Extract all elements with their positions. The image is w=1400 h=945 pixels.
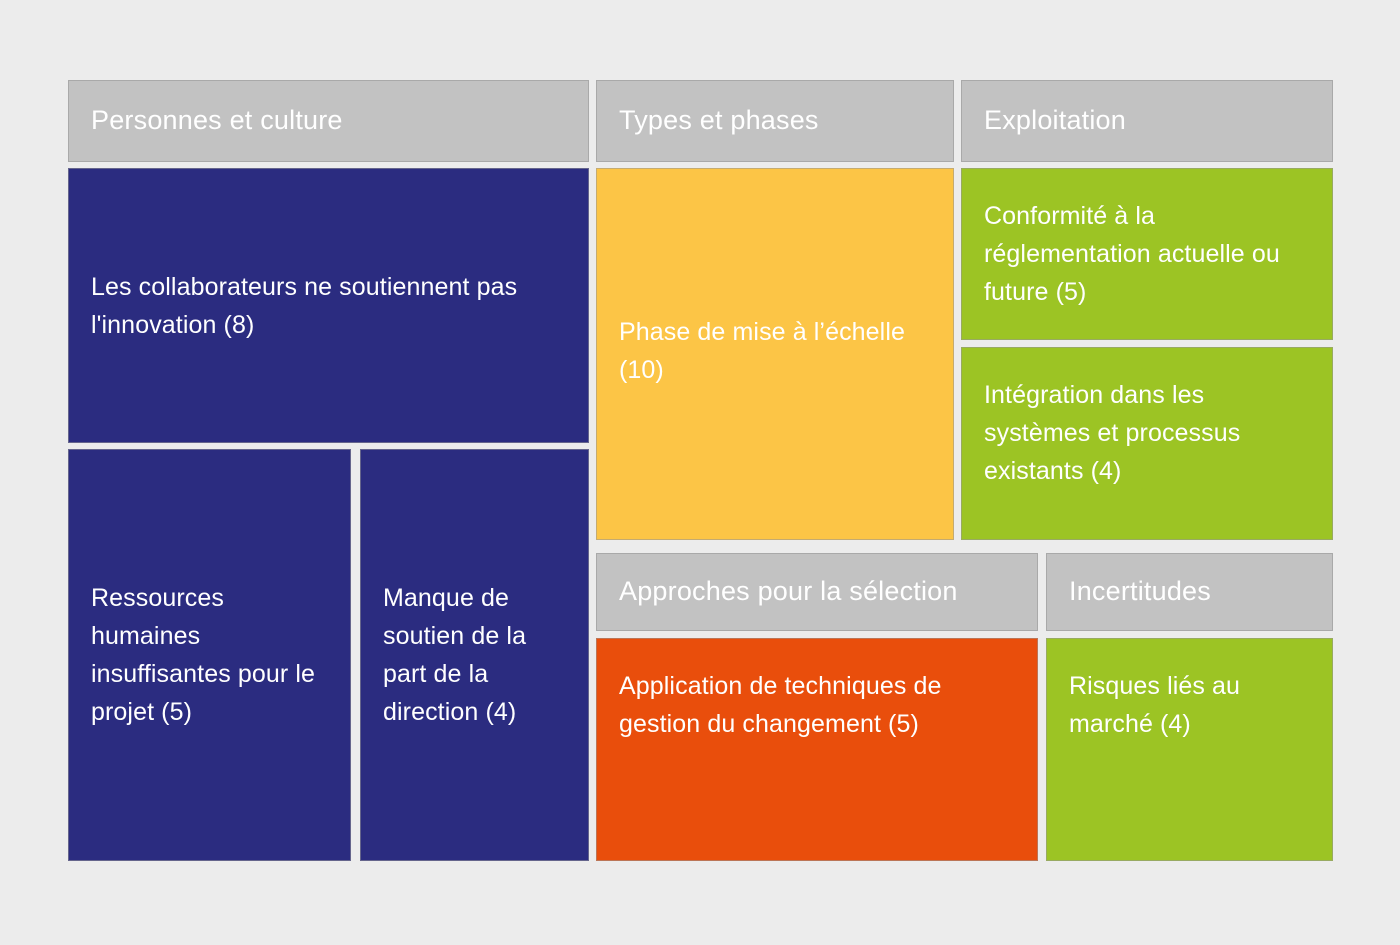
treemap-tile-integration-systemes[interactable]: Intégration dans les systèmes et process… xyxy=(961,347,1333,540)
treemap-tile-label: Risques liés au marché (4) xyxy=(1069,672,1241,738)
treemap-tile-phase-mise-a-lechelle[interactable]: Phase de mise à l’échelle (10) xyxy=(596,168,954,540)
treemap-tile-label: Ressources humaines insuffisantes pour l… xyxy=(91,584,315,726)
group-header-label: Exploitation xyxy=(984,105,1126,136)
treemap-tile-label: Conformité à la réglementation actuelle … xyxy=(984,202,1280,306)
treemap-tile-collaborateurs-innovation[interactable]: Les collaborateurs ne soutiennent pas l'… xyxy=(68,168,589,443)
treemap-tile-conformite-reglementation[interactable]: Conformité à la réglementation actuelle … xyxy=(961,168,1333,340)
group-header-incertitudes[interactable]: Incertitudes xyxy=(1046,553,1333,631)
group-header-exploitation[interactable]: Exploitation xyxy=(961,80,1333,162)
treemap-tile-label: Manque de soutien de la part de la direc… xyxy=(383,584,527,726)
treemap-tile-manque-soutien-direction[interactable]: Manque de soutien de la part de la direc… xyxy=(360,449,589,861)
treemap-tile-label: Application de techniques de gestion du … xyxy=(619,672,942,738)
group-header-personnes-et-culture[interactable]: Personnes et culture xyxy=(68,80,589,162)
group-header-label: Approches pour la sélection xyxy=(619,576,958,607)
treemap-tile-label: Les collaborateurs ne soutiennent pas l'… xyxy=(91,272,518,339)
group-header-label: Personnes et culture xyxy=(91,105,343,136)
group-header-types-et-phases[interactable]: Types et phases xyxy=(596,80,954,162)
treemap-tile-label: Intégration dans les systèmes et process… xyxy=(984,381,1241,485)
group-header-label: Incertitudes xyxy=(1069,576,1211,607)
treemap-tile-risques-lies-au-marche[interactable]: Risques liés au marché (4) xyxy=(1046,638,1333,861)
group-header-label: Types et phases xyxy=(619,105,819,136)
treemap-tile-label: Phase de mise à l’échelle (10) xyxy=(619,318,905,384)
treemap-tile-gestion-du-changement[interactable]: Application de techniques de gestion du … xyxy=(596,638,1038,861)
treemap-tile-ressources-humaines[interactable]: Ressources humaines insuffisantes pour l… xyxy=(68,449,351,861)
group-header-approches-pour-la-selection[interactable]: Approches pour la sélection xyxy=(596,553,1038,631)
